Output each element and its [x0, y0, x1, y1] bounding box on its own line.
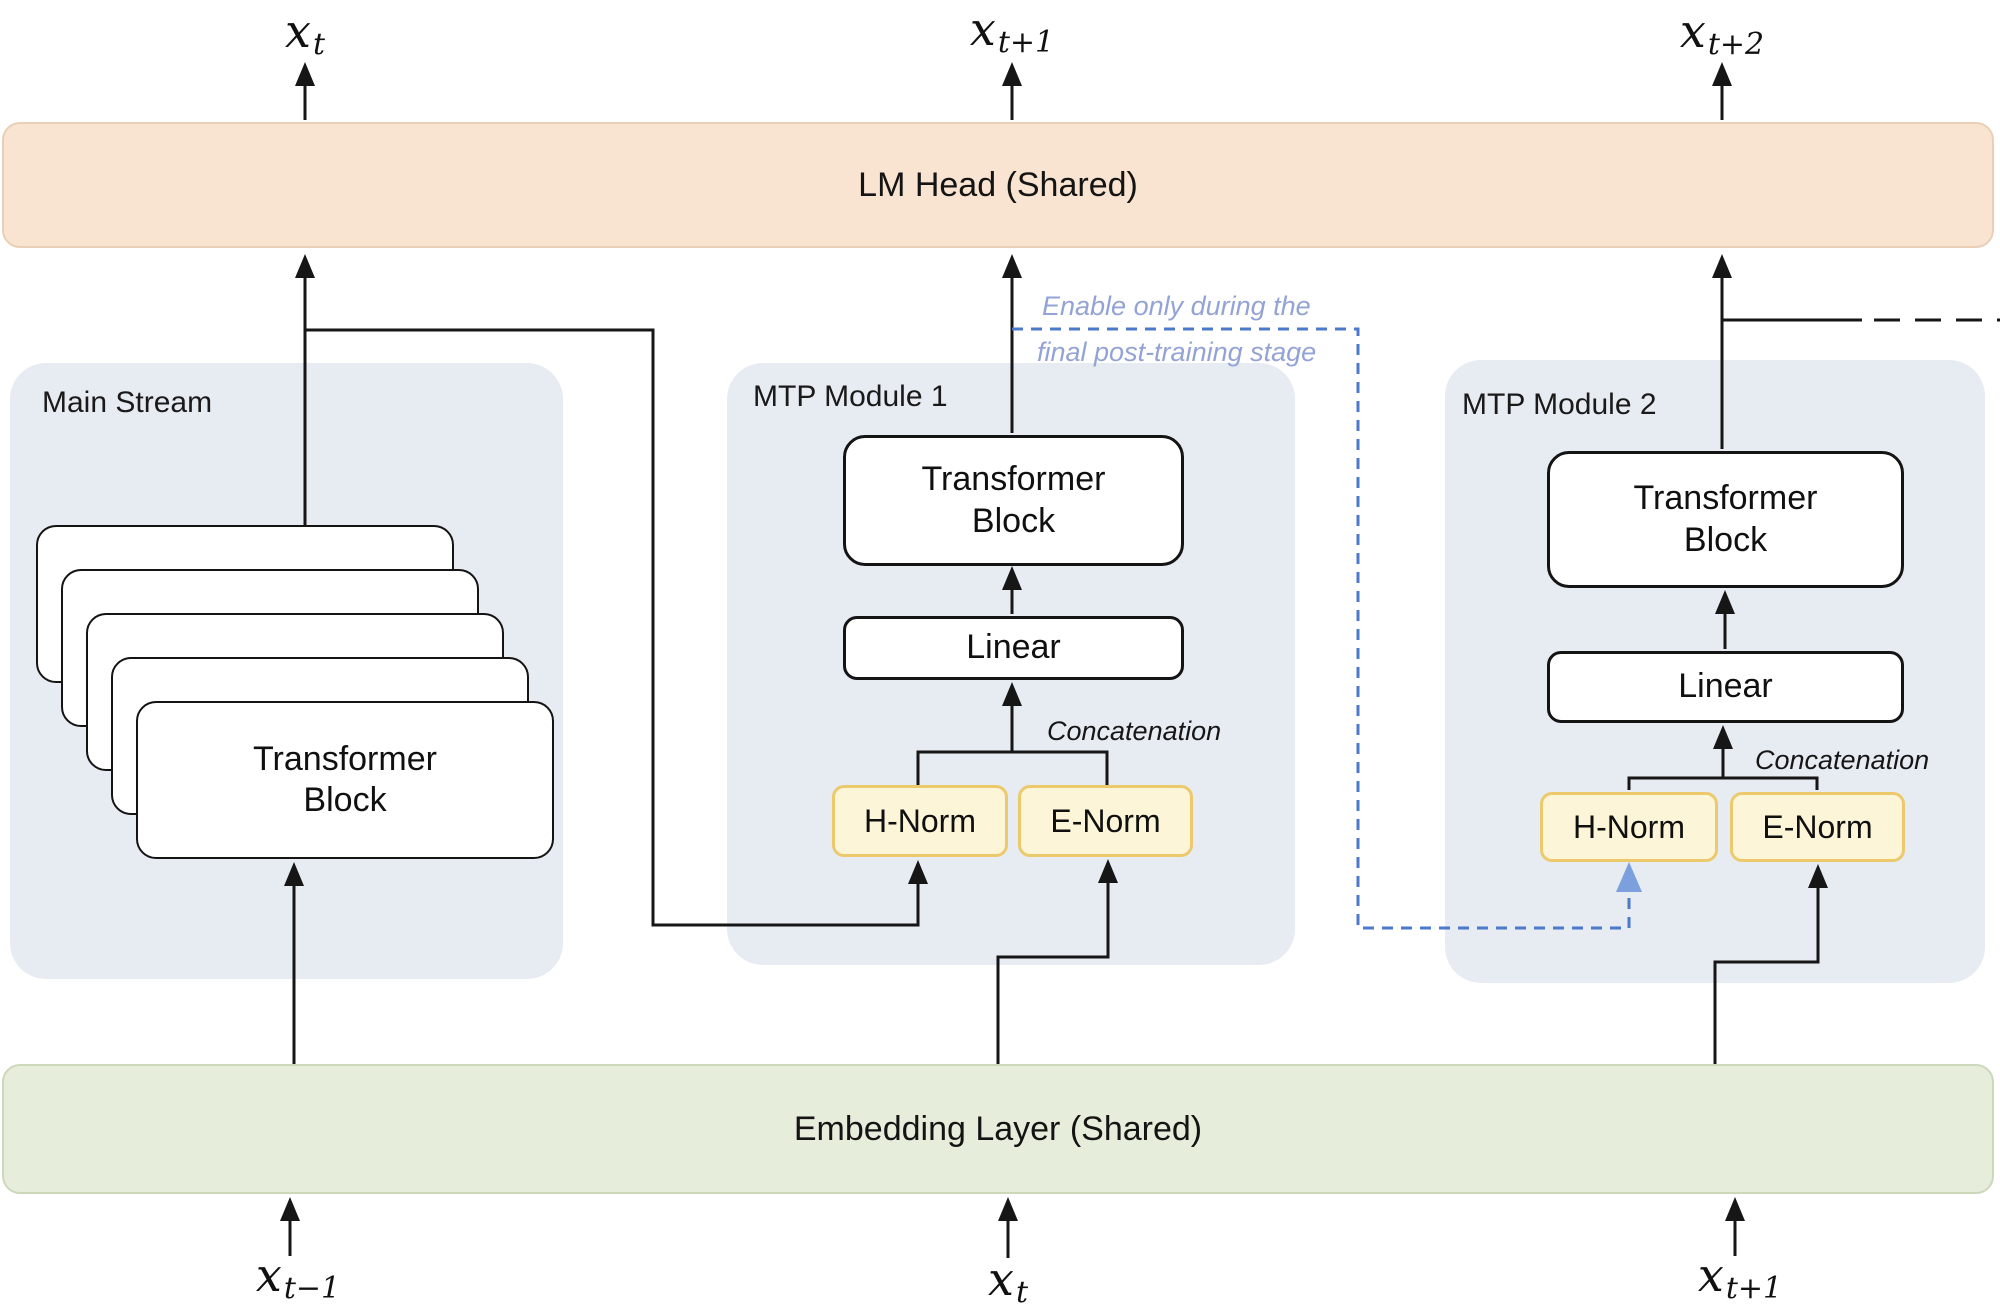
- input-xt1-sub: t+1: [1725, 1271, 1783, 1306]
- mtp2-concatenation-label: Concatenation: [1755, 745, 1930, 775]
- mtp1-e-norm: E-Norm: [1018, 785, 1193, 857]
- mtp2-e-norm: E-Norm: [1730, 792, 1905, 862]
- enable-annotation-line2: final post-training stage: [1037, 337, 1317, 367]
- mtp1-h-norm-label: H-Norm: [864, 802, 976, 839]
- input-xt1-base: x: [1697, 1248, 1724, 1302]
- mtp1-linear-label: Linear: [966, 628, 1061, 667]
- output-xt-base: x: [284, 4, 311, 58]
- input-xt-sub: t: [1015, 1275, 1029, 1310]
- mtp1-wires: [916, 62, 1118, 1258]
- mtp-module-1-title: MTP Module 1: [753, 380, 948, 413]
- mtp2-e-norm-label: E-Norm: [1762, 808, 1873, 845]
- mtp1-e-norm-label: E-Norm: [1050, 802, 1161, 839]
- output-xt-sub: t: [312, 27, 326, 62]
- lm-head-label: LM Head (Shared): [858, 165, 1138, 204]
- blue-arrowhead-icon: [1616, 862, 1642, 892]
- input-xt-base: x: [987, 1252, 1014, 1306]
- main-transformer-block-label-line1: Transformer: [253, 739, 437, 778]
- output-xt1-base: x: [969, 2, 996, 56]
- mtp2-transformer-label-line1: Transformer: [1633, 479, 1818, 518]
- output-xt1-sub: t+1: [997, 25, 1055, 60]
- mtp2-linear-label: Linear: [1678, 667, 1773, 706]
- embedding-layer-bar: Embedding Layer (Shared): [2, 1064, 1994, 1194]
- lm-head-bar: LM Head (Shared): [2, 122, 1994, 248]
- mtp1-h-norm: H-Norm: [832, 785, 1008, 857]
- mtp2-transformer-label-line2: Block: [1683, 520, 1768, 559]
- mtp1-linear: Linear: [843, 616, 1184, 680]
- mtp2-h-norm: H-Norm: [1540, 792, 1718, 862]
- enable-annotation-line1: Enable only during the: [1042, 291, 1311, 321]
- mtp2-h-norm-label: H-Norm: [1573, 808, 1685, 845]
- main-stream-wires: [280, 62, 928, 1256]
- mtp2-transformer-block: Transformer Block: [1547, 451, 1904, 588]
- main-stream-title: Main Stream: [42, 386, 213, 419]
- mtp2-wires: [1627, 62, 2000, 1256]
- output-xt2-base: x: [1679, 4, 1706, 58]
- input-xtm1-sub: t−1: [283, 1271, 341, 1306]
- main-transformer-block: Transformer Block: [136, 701, 554, 859]
- enable-dashed-path: [1012, 327, 1642, 930]
- mtp1-transformer-block: Transformer Block: [843, 435, 1184, 566]
- mtp1-concatenation-label: Concatenation: [1047, 716, 1222, 746]
- output-xt2-sub: t+2: [1707, 27, 1765, 62]
- mtp-module-2-title: MTP Module 2: [1462, 388, 1657, 421]
- mtp1-transformer-label-line1: Transformer: [921, 460, 1106, 499]
- main-transformer-block-label-line2: Block: [303, 781, 387, 819]
- embedding-layer-label: Embedding Layer (Shared): [793, 1109, 1203, 1148]
- input-xtm1-base: x: [255, 1248, 282, 1302]
- mtp2-linear: Linear: [1547, 651, 1904, 723]
- mtp1-transformer-label-line2: Block: [971, 501, 1056, 540]
